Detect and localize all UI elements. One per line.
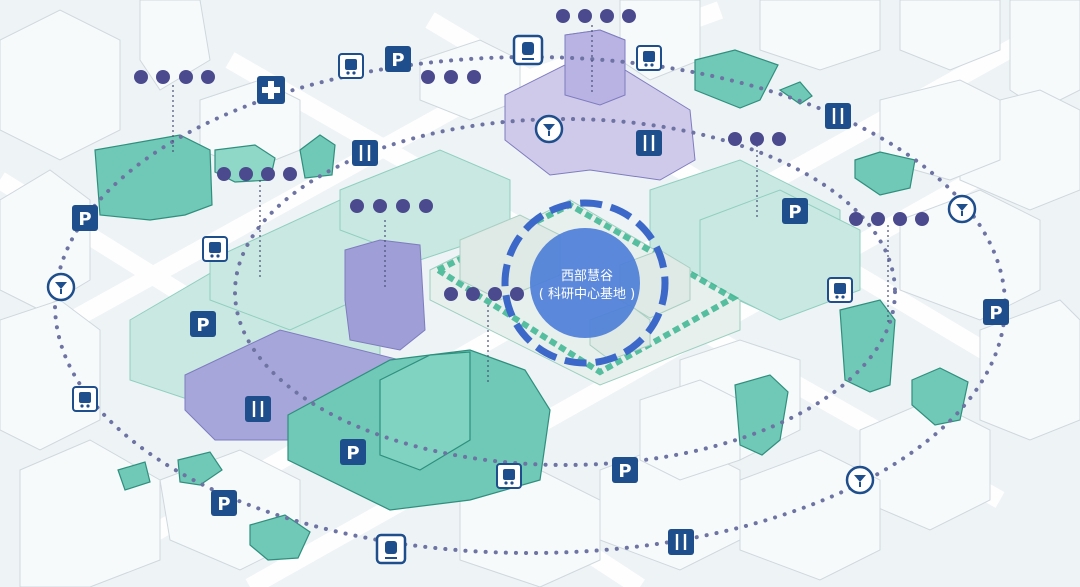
parking-icon: P (72, 205, 98, 231)
center-dashed-ring (501, 199, 669, 367)
service-icon (373, 199, 387, 213)
service-icon (239, 167, 253, 181)
service-icon (283, 167, 297, 181)
svg-text:P: P (391, 50, 404, 71)
service-icon (350, 199, 364, 213)
bus-stop-icon (72, 386, 98, 412)
svg-text:P: P (618, 461, 631, 482)
service-icon (915, 212, 929, 226)
service-cluster-north-center (421, 70, 481, 84)
cocktail-icon (46, 272, 76, 302)
service-cluster-north (556, 9, 636, 23)
service-icon (134, 70, 148, 84)
restaurant-icon (668, 529, 694, 555)
service-icon (467, 70, 481, 84)
parking-icon: P (190, 311, 216, 337)
service-icon (466, 287, 480, 301)
service-icon (419, 199, 433, 213)
restaurant-markers (245, 103, 851, 555)
service-cluster-east (849, 212, 929, 226)
svg-text:P: P (346, 443, 359, 464)
service-cluster-west (217, 167, 297, 181)
leader-lines (172, 25, 889, 385)
parking-icon: P (782, 198, 808, 224)
parking-icon: P (385, 46, 411, 72)
bar-markers (46, 114, 977, 495)
service-icon (578, 9, 592, 23)
service-icon (556, 9, 570, 23)
center-title: 西部慧谷 (561, 268, 613, 284)
restaurant-icon (825, 103, 851, 129)
parking-icon: P (983, 299, 1009, 325)
service-icon (488, 287, 502, 301)
cocktail-icon (845, 465, 875, 495)
service-icon (893, 212, 907, 226)
research-center-hub: 西部慧谷 ( 科研中心基地 ) (501, 199, 669, 367)
service-icon (179, 70, 193, 84)
parking-icon: P (340, 439, 366, 465)
service-cluster-northwest (134, 70, 215, 84)
service-icon (772, 132, 786, 146)
service-icon (728, 132, 742, 146)
service-icon (156, 70, 170, 84)
center-fill-circle (530, 228, 640, 338)
cocktail-icon (534, 114, 564, 144)
svg-text:P: P (989, 303, 1002, 324)
parking-icon: P (211, 490, 237, 516)
service-icon (750, 132, 764, 146)
teal-buildings (94, 49, 969, 561)
svg-text:P: P (78, 209, 91, 230)
svg-text:P: P (196, 315, 209, 336)
bus-stop-icon (496, 463, 522, 489)
service-icon (444, 70, 458, 84)
service-icon (622, 9, 636, 23)
service-icon (849, 212, 863, 226)
service-icon (396, 199, 410, 213)
restaurant-icon (245, 396, 271, 422)
service-icon-clusters (134, 9, 929, 301)
metro-markers (375, 34, 544, 565)
parking-markers: P P P P P P P P (72, 46, 1009, 516)
service-icon (261, 167, 275, 181)
metro-icon (375, 533, 407, 565)
service-icon (510, 287, 524, 301)
bus-stop-icon (636, 45, 662, 71)
svg-text:P: P (217, 494, 230, 515)
medical-cross-icon (257, 76, 285, 104)
service-cluster-west-center (350, 199, 433, 213)
service-icon (217, 167, 231, 181)
service-icon (444, 287, 458, 301)
center-subtitle: ( 科研中心基地 ) (539, 287, 635, 302)
restaurant-icon (352, 140, 378, 166)
service-icon (600, 9, 614, 23)
service-cluster-center (444, 287, 524, 301)
inner-route-ring (233, 117, 897, 467)
metro-icon (512, 34, 544, 66)
bus-stop-markers (72, 45, 853, 489)
service-icon (421, 70, 435, 84)
bus-stop-icon (827, 277, 853, 303)
service-icon (871, 212, 885, 226)
cocktail-icon (947, 194, 977, 224)
service-cluster-northeast (728, 132, 786, 146)
service-icon (201, 70, 215, 84)
parking-icon: P (612, 457, 638, 483)
bus-stop-icon (202, 236, 228, 262)
bus-stop-icon (338, 53, 364, 79)
restaurant-icon (636, 130, 662, 156)
svg-text:P: P (788, 202, 801, 223)
